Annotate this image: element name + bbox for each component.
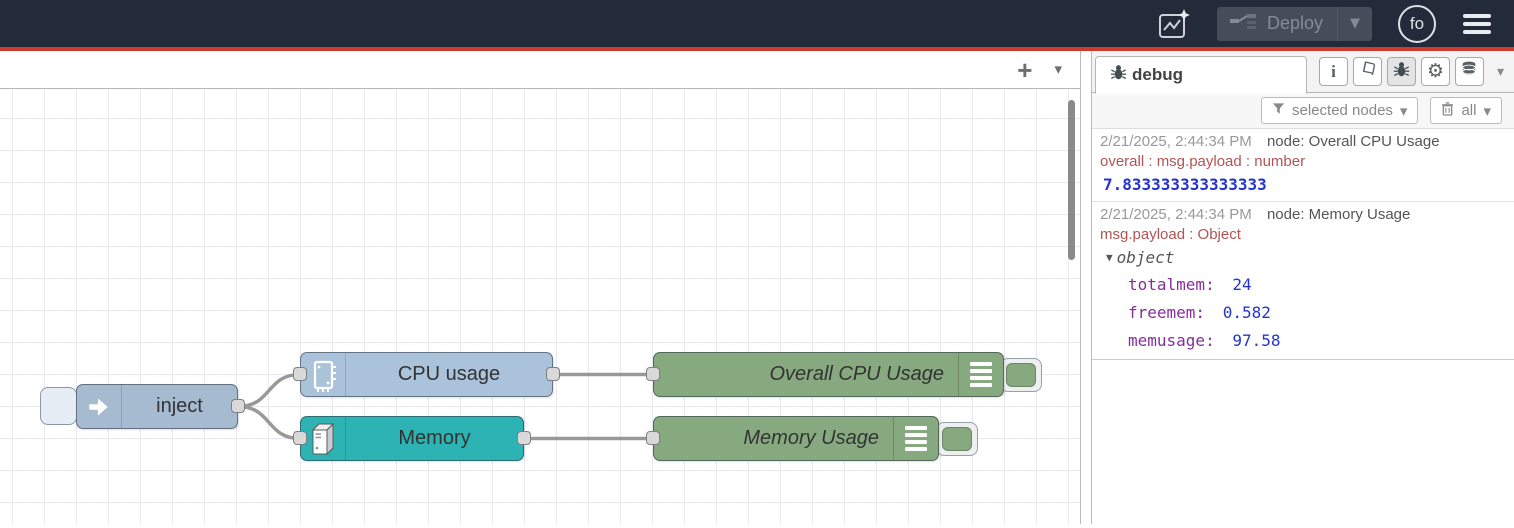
add-flow-button[interactable]: +	[1017, 54, 1033, 85]
clear-messages-button[interactable]: all ▾	[1430, 97, 1502, 124]
debug-toggle-state	[1006, 363, 1036, 387]
trash-icon	[1441, 101, 1454, 120]
header-bar: Deploy ▼ fo	[0, 0, 1514, 51]
message-timestamp: 2/21/2025, 2:44:34 PM	[1100, 206, 1252, 223]
deploy-options-caret[interactable]: ▼	[1337, 6, 1372, 41]
server-tower-icon	[301, 417, 346, 460]
object-tree-entry[interactable]: freemem: 0.582	[1100, 299, 1506, 327]
message-timestamp: 2/21/2025, 2:44:34 PM	[1100, 133, 1252, 150]
workspace-area: + ▾ inject	[0, 51, 1081, 524]
message-source-node: node: Overall CPU Usage	[1266, 133, 1440, 150]
object-tree-root[interactable]: ▼ object	[1100, 245, 1506, 271]
debug-output-icon	[893, 417, 938, 460]
wire[interactable]	[237, 372, 301, 409]
user-avatar[interactable]: fo	[1398, 4, 1436, 43]
avatar-initials: fo	[1409, 13, 1425, 33]
debug-toggle-state	[942, 427, 972, 451]
entry-key: memusage:	[1128, 331, 1215, 350]
node-memory[interactable]: Memory	[300, 416, 524, 461]
input-port[interactable]	[646, 431, 660, 445]
flow-export-icon[interactable]	[1157, 8, 1191, 40]
canvas-vertical-scrollbar[interactable]	[1068, 100, 1075, 260]
wire[interactable]	[237, 404, 301, 441]
input-port[interactable]	[293, 367, 307, 381]
message-meta: 2/21/2025, 2:44:34 PM node: Overall CPU …	[1100, 132, 1506, 152]
debug-message[interactable]: 2/21/2025, 2:44:34 PM node: Overall CPU …	[1092, 129, 1514, 202]
inject-trigger-button[interactable]	[40, 387, 77, 425]
message-property: overall : msg.payload : number	[1100, 153, 1306, 170]
debug-tab-label: debug	[1132, 65, 1183, 84]
deploy-label: Deploy	[1266, 13, 1323, 33]
clear-label: all	[1461, 102, 1477, 119]
chevron-down-icon: ▾	[1483, 101, 1491, 120]
sidebar-tool-buttons: i	[1318, 57, 1514, 86]
flow-canvas[interactable]: inject	[0, 89, 1080, 523]
object-tree-entry[interactable]: totalmem: 24	[1100, 271, 1506, 299]
node-inject[interactable]: inject	[76, 384, 238, 429]
bug-icon	[1110, 64, 1127, 86]
node-debug-overall-cpu[interactable]: Overall CPU Usage	[653, 352, 1004, 397]
chevron-down-icon: ▾	[1399, 101, 1408, 120]
message-property: msg.payload : Object	[1100, 226, 1241, 243]
input-port[interactable]	[646, 367, 660, 381]
wire-layer	[237, 372, 653, 441]
debug-message[interactable]: 2/21/2025, 2:44:34 PM node: Memory Usage…	[1092, 202, 1514, 359]
inject-icon	[77, 385, 122, 428]
entry-key: totalmem:	[1128, 275, 1215, 294]
output-port[interactable]	[231, 399, 245, 413]
message-meta: 2/21/2025, 2:44:34 PM node: Memory Usage	[1100, 205, 1506, 225]
object-tree-entry[interactable]: memusage: 97.58	[1100, 327, 1506, 355]
output-port[interactable]	[546, 367, 560, 381]
database-icon	[1460, 60, 1478, 83]
node-label: Memory Usage	[743, 427, 879, 449]
bug-icon	[1393, 61, 1410, 83]
main-menu-icon[interactable]	[1462, 13, 1492, 35]
debug-output-icon	[958, 353, 1003, 396]
main-area: + ▾ inject	[0, 51, 1514, 524]
context-data-tab-button[interactable]	[1454, 57, 1484, 86]
node-cpu-usage[interactable]: CPU usage	[300, 352, 553, 397]
object-root-label: object	[1116, 248, 1175, 267]
debug-enable-toggle[interactable]	[1000, 358, 1042, 392]
help-tab-button[interactable]	[1352, 57, 1382, 86]
output-port[interactable]	[517, 431, 531, 445]
debug-enable-toggle[interactable]	[936, 422, 978, 456]
tab-debug[interactable]: debug	[1095, 56, 1307, 94]
flow-list-caret[interactable]: ▾	[1054, 60, 1062, 78]
message-source-node: node: Memory Usage	[1266, 206, 1411, 223]
config-nodes-tab-button[interactable]: ⚙	[1420, 57, 1450, 86]
deploy-icon	[1229, 12, 1257, 35]
entry-value: 24	[1232, 275, 1252, 294]
filter-nodes-button[interactable]: selected nodes ▾	[1261, 97, 1419, 124]
debug-sidebar: debug i	[1092, 51, 1514, 524]
debug-message-list: 2/21/2025, 2:44:34 PM node: Overall CPU …	[1092, 129, 1514, 360]
message-value: 7.833333333333333	[1103, 175, 1267, 194]
cpu-chip-icon	[301, 353, 346, 396]
entry-key: freemem:	[1128, 303, 1206, 322]
node-debug-memory[interactable]: Memory Usage	[653, 416, 939, 461]
debug-toolbar: selected nodes ▾ all ▾	[1092, 93, 1514, 129]
debug-tab-button[interactable]	[1386, 57, 1416, 86]
sidebar-splitter[interactable]	[1081, 51, 1092, 524]
info-icon: i	[1331, 61, 1336, 81]
gear-icon: ⚙	[1426, 60, 1444, 82]
filter-label: selected nodes	[1292, 102, 1393, 119]
sidebar-options-caret[interactable]: ▾	[1496, 63, 1504, 80]
deploy-button-main[interactable]: Deploy	[1217, 12, 1337, 35]
node-label: Overall CPU Usage	[769, 363, 944, 385]
funnel-icon	[1272, 102, 1285, 119]
sidebar-tab-bar: debug i	[1092, 51, 1514, 94]
info-tab-button[interactable]: i	[1318, 57, 1348, 86]
node-label: Memory	[398, 427, 471, 449]
deploy-button[interactable]: Deploy ▼	[1216, 6, 1372, 41]
collapse-caret-icon[interactable]: ▼	[1106, 251, 1113, 264]
book-icon	[1359, 60, 1376, 83]
entry-value: 97.58	[1232, 331, 1281, 350]
input-port[interactable]	[293, 431, 307, 445]
node-label: inject	[156, 395, 203, 417]
entry-value: 0.582	[1222, 303, 1271, 322]
node-label: CPU usage	[397, 363, 501, 385]
flow-tab-bar: + ▾	[0, 51, 1080, 89]
